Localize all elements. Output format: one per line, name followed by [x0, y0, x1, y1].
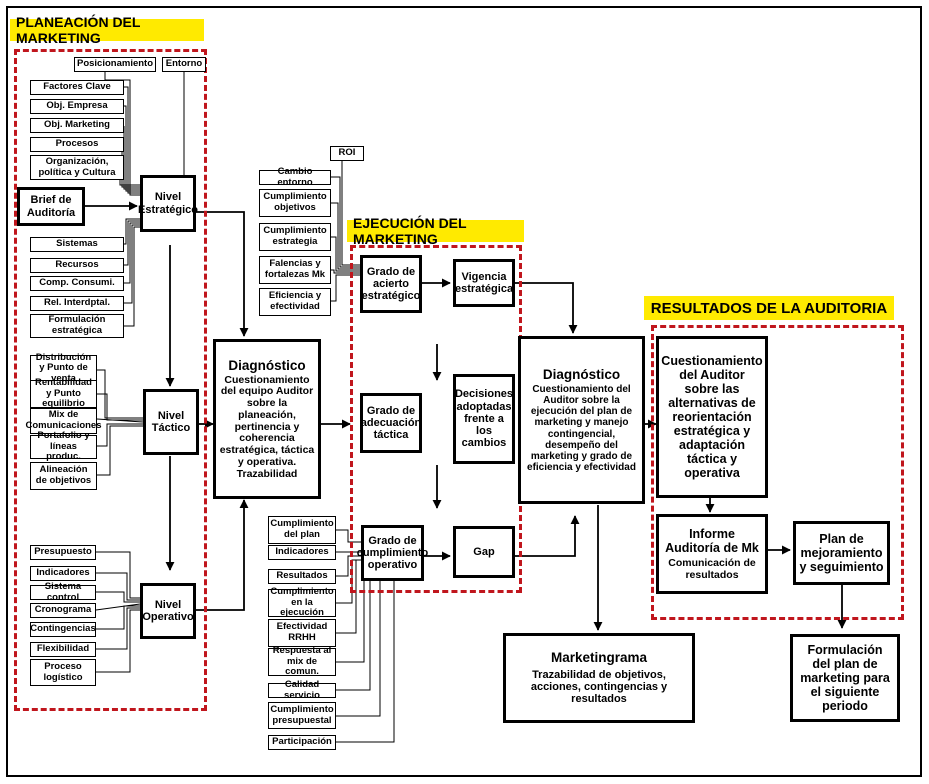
- diagnostico-2-body: Cuestionamiento del Auditor sobre la eje…: [527, 383, 636, 474]
- box-sistema-control: Sistema control: [30, 581, 96, 602]
- box-organizacion: Organización, política y Cultura: [30, 155, 124, 180]
- box-cambio-entorno: Cambio entorno: [259, 166, 331, 187]
- box-efectividad-rrhh: Efectividad RRHH: [268, 619, 336, 647]
- box-diagnostico-2: Diagnóstico Cuestionamiento del Auditor …: [518, 336, 645, 504]
- box-factores-clave: Factores Clave: [30, 80, 124, 95]
- box-presupuesto: Presupuesto: [30, 545, 96, 560]
- box-calidad-servicio: Calidad servicio: [268, 679, 336, 700]
- box-participacion: Participación: [268, 735, 336, 750]
- box-cumplimiento-objetivos: Cumplimiento objetivos: [259, 189, 331, 217]
- box-recursos: Recursos: [30, 258, 124, 273]
- marketingrama-title: Marketingrama: [550, 650, 648, 666]
- box-vigencia-estrategica: Vigencia estratégica: [453, 259, 515, 307]
- box-formulacion-estrategica: Formulación estratégica: [30, 314, 124, 338]
- box-obj-empresa: Obj. Empresa: [30, 99, 124, 114]
- diagnostico-1-body: Cuestionamiento del equipo Auditor sobre…: [219, 373, 315, 480]
- box-nivel-operativo: Nivel Operativo: [140, 583, 196, 639]
- box-indicadores-ejec: Indicadores: [268, 545, 336, 560]
- box-procesos: Procesos: [30, 137, 124, 152]
- box-mix-comunicaciones: Mix de Comunicaciones: [25, 408, 102, 434]
- box-rentabilidad: Rentabilidad y Punto equilibrio: [30, 377, 97, 409]
- box-grado-acierto: Grado de acierto estratégico: [360, 255, 422, 313]
- box-cuestionamiento-auditor: Cuestionamiento del Auditor sobre las al…: [656, 336, 768, 498]
- box-cumplimiento-presupuestal: Cumplimiento presupuestal: [268, 702, 336, 729]
- box-entorno: Entorno: [162, 57, 206, 72]
- box-nivel-estrategico: Nivel Estratégico: [138, 175, 198, 232]
- diagnostico-2-title: Diagnóstico: [542, 366, 621, 382]
- header-planeacion: PLANEACIÓN DEL MARKETING: [10, 14, 204, 46]
- box-diagnostico-1: Diagnóstico Cuestionamiento del equipo A…: [213, 339, 321, 499]
- box-portafolio: Portafolio y líneas produc.: [30, 430, 97, 462]
- box-formulacion-plan: Formulación del plan de marketing para e…: [790, 634, 900, 722]
- diagnostico-1-title: Diagnóstico: [228, 357, 306, 373]
- box-resultados: Resultados: [268, 569, 336, 584]
- box-respuesta-mix: Respuesta al mix de comun.: [268, 645, 336, 677]
- section-planeacion-border: [14, 49, 207, 711]
- box-brief-auditoria: Brief de Auditoría: [17, 187, 85, 226]
- box-indicadores-plan: Indicadores: [30, 566, 96, 581]
- box-flexibilidad: Flexibilidad: [30, 642, 96, 657]
- header-ejecucion: EJECUCIÓN DEL MARKETING: [347, 215, 524, 247]
- box-proceso-logistico: Proceso logístico: [30, 659, 96, 686]
- box-roi: ROI: [330, 146, 364, 161]
- header-resultados: RESULTADOS DE LA AUDITORIA: [644, 296, 894, 320]
- box-eficiencia-efectividad: Eficiencia y efectividad: [259, 288, 331, 316]
- box-marketingrama: Marketingrama Trazabilidad de objetivos,…: [503, 633, 695, 723]
- box-nivel-tactico: Nivel Táctico: [143, 389, 199, 455]
- box-cronograma: Cronograma: [30, 603, 96, 618]
- box-falencias-fortalezas: Falencias y fortalezas Mk: [259, 256, 331, 284]
- informe-title: Informe Auditoría de Mk: [665, 526, 759, 555]
- box-contingencias: Contingencias: [30, 622, 96, 637]
- box-grado-cumplimiento: Grado de cumplimiento operativo: [357, 525, 428, 581]
- box-comp-consumi: Comp. Consumi.: [30, 276, 124, 291]
- box-rel-interdptal: Rel. Interdptal.: [30, 296, 124, 311]
- box-informe-auditoria: Informe Auditoría de Mk Comunicación de …: [656, 514, 768, 594]
- box-grado-adecuacion: Grado de adecuación táctica: [360, 393, 422, 453]
- section-resultados-border: [651, 325, 904, 620]
- box-sistemas: Sistemas: [30, 237, 124, 252]
- marketingrama-body: Trazabilidad de objetivos, acciones, con…: [530, 668, 668, 706]
- box-obj-marketing: Obj. Marketing: [30, 118, 124, 133]
- informe-body: Comunicación de resultados: [668, 556, 756, 581]
- box-decisiones-adoptadas: Decisiones adoptadas frente a los cambio…: [453, 374, 515, 464]
- box-cumplimiento-plan: Cumplimiento del plan: [268, 516, 336, 544]
- box-gap: Gap: [453, 526, 515, 578]
- box-alineacion: Alineación de objetivos: [30, 462, 97, 490]
- box-cumplimiento-ejecucion: Cumplimiento en la ejecución: [268, 586, 336, 618]
- box-cumplimiento-estrategia: Cumplimiento estrategia: [259, 223, 331, 251]
- box-plan-mejoramiento: Plan de mejoramiento y seguimiento: [793, 521, 890, 585]
- box-posicionamiento: Posicionamiento: [74, 57, 156, 72]
- box-distribucion: Distribución y Punto de venta: [30, 352, 97, 384]
